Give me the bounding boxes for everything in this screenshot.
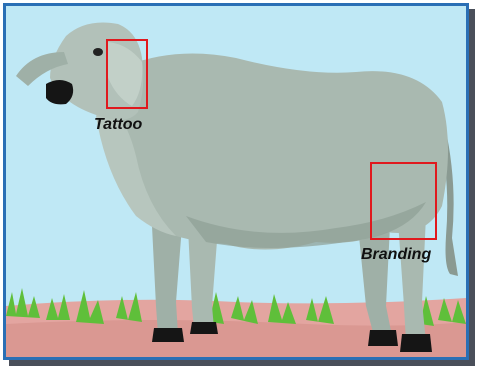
branding-label: Branding bbox=[361, 246, 431, 264]
branding-highlight-box bbox=[370, 162, 437, 240]
diagram-frame: Tattoo Branding bbox=[3, 3, 469, 360]
tattoo-label: Tattoo bbox=[94, 116, 142, 134]
tattoo-highlight-box bbox=[106, 39, 148, 109]
cow-eye bbox=[93, 48, 103, 56]
cow-muzzle bbox=[46, 80, 73, 104]
